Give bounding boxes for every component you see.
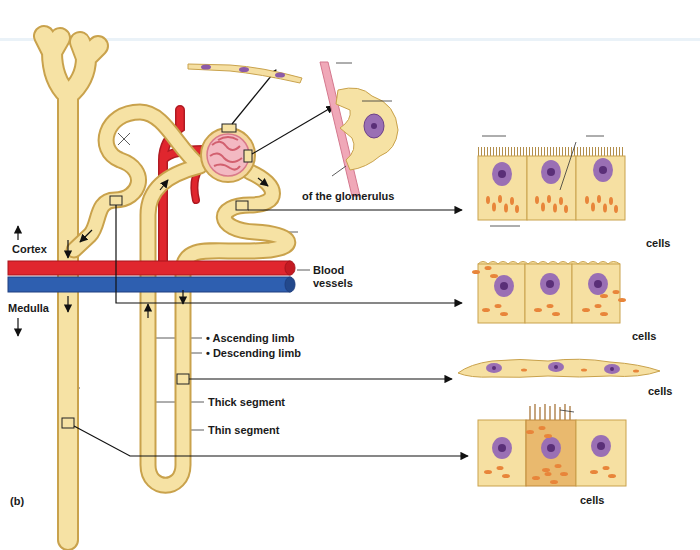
glomerulus bbox=[201, 128, 255, 182]
part-label: • Descending limb bbox=[206, 347, 301, 360]
nephron-tubule bbox=[74, 112, 288, 485]
proximal-tubule-cells bbox=[478, 136, 625, 226]
distal-tubule-cells bbox=[472, 262, 626, 324]
part-label: Thick segment bbox=[208, 396, 285, 409]
flow-arrows bbox=[18, 178, 268, 336]
detail-pointers bbox=[62, 70, 468, 456]
part-label: Blood vessels bbox=[313, 264, 365, 290]
part-label: cells bbox=[580, 494, 604, 507]
part-label: Cortex bbox=[12, 243, 47, 256]
part-label: Medulla bbox=[8, 302, 49, 315]
podocyte-detail bbox=[320, 62, 398, 196]
part-label: cells bbox=[648, 385, 672, 398]
collecting-duct-cells bbox=[478, 404, 626, 486]
parietal-cells bbox=[188, 64, 302, 83]
part-label: of the glomerulus bbox=[302, 190, 394, 203]
thin-segment-cells bbox=[458, 359, 660, 377]
part-label: cells bbox=[632, 330, 656, 343]
part-label: Thin segment bbox=[208, 424, 280, 437]
part-label: (b) bbox=[10, 495, 24, 508]
blood-vessels bbox=[8, 261, 295, 292]
part-label: • Ascending limb bbox=[206, 332, 294, 345]
part-label: cells bbox=[646, 237, 670, 250]
